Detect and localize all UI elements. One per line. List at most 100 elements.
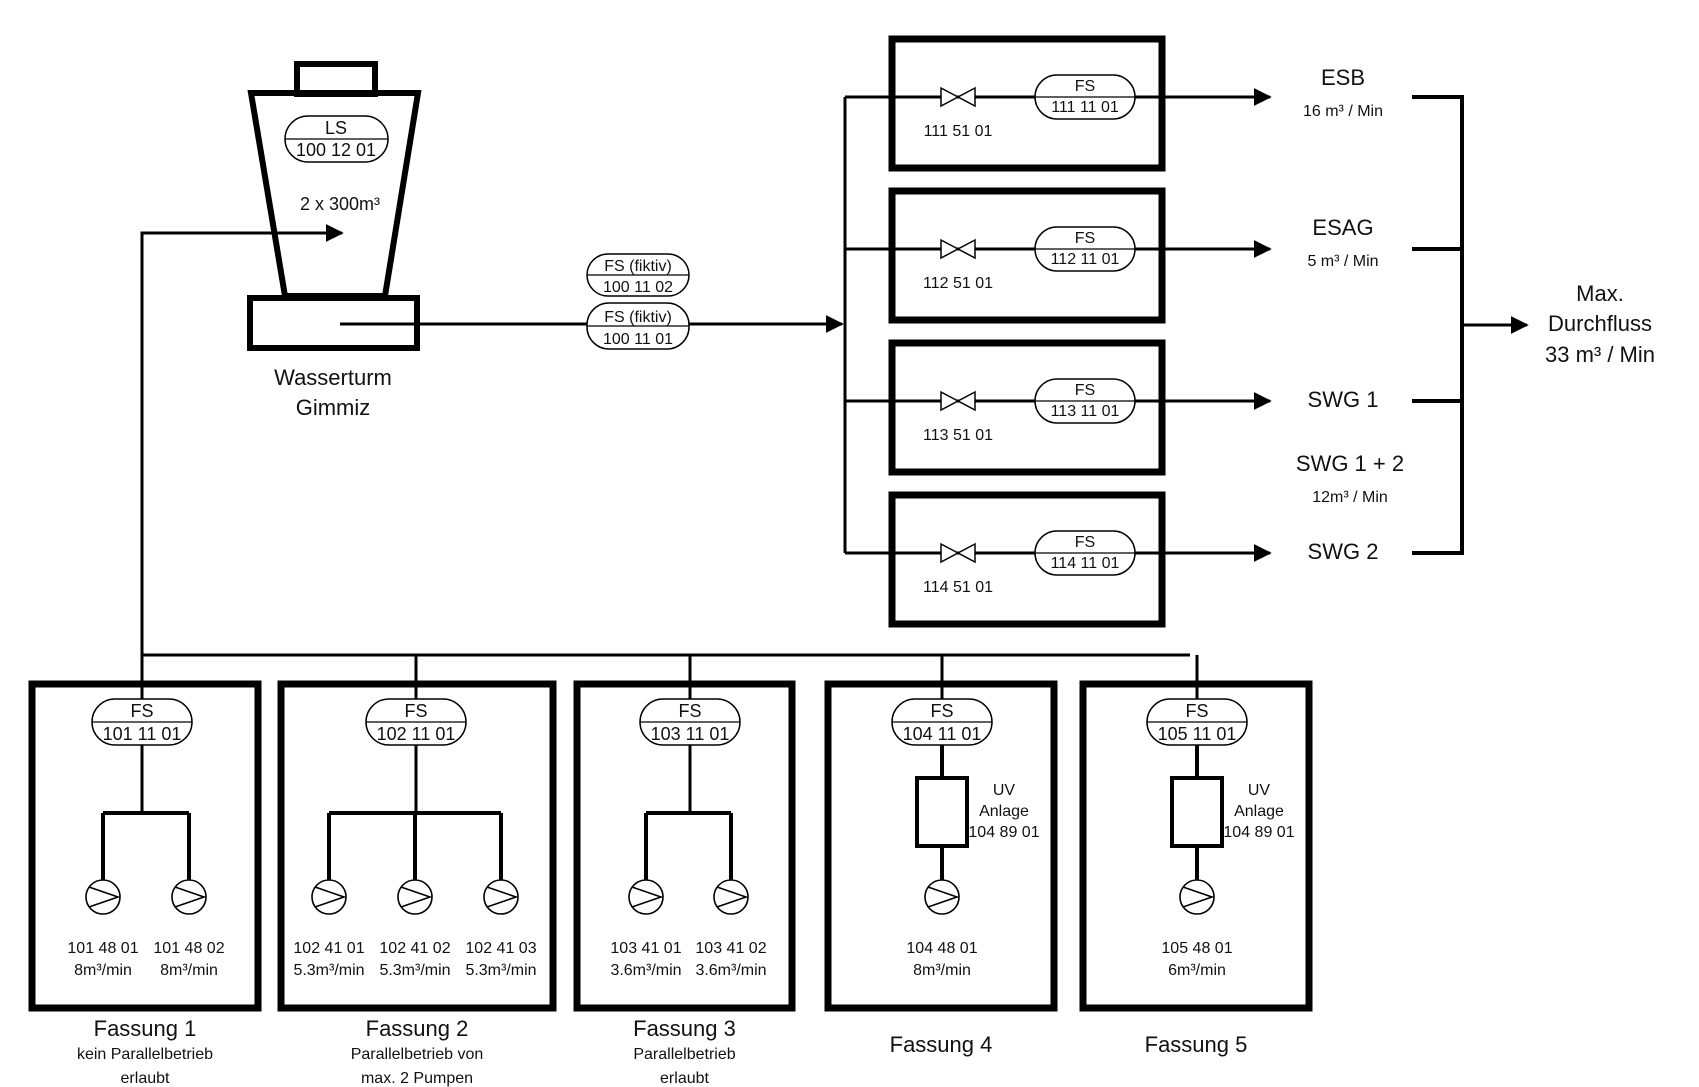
destination-label: ESB [1321,65,1365,90]
fictive-sensor-1: FS (fiktiv) 100 11 02 [586,253,690,297]
fassung-note-1: Parallelbetrieb von [351,1046,484,1063]
pump-icon [1179,879,1215,915]
uv-unit [915,776,969,848]
flow-sensor: FS 102 11 01 [365,698,467,746]
pump-id: 101 48 01 [67,940,138,957]
sensor-label: FS [1185,701,1208,721]
ls-label: LS [325,118,347,138]
max-flow-2: Durchfluss [1548,311,1652,336]
flow-sensor: FS 105 11 01 [1146,698,1248,746]
fassung-box [573,680,796,1012]
pump-icon [171,879,207,915]
valve-id: 114 51 01 [923,579,993,596]
pump-icon [311,879,347,915]
tower-capacity: 2 x 300m³ [300,194,380,214]
valve-icon [940,86,976,108]
ls-id: 100 12 01 [296,140,376,160]
uv-label-2: Anlage [1234,803,1284,820]
fassung-box [28,680,262,1012]
pump-flow: 5.3m³/min [465,962,536,979]
destination-flow: 5 m³ / Min [1307,253,1378,270]
valve-id: 111 51 01 [924,123,993,140]
pump-icon [713,879,749,915]
pump-flow: 8m³/min [74,962,132,979]
swg-combined-label: SWG 1 + 2 [1296,451,1404,476]
flow-sensor: FS 113 11 01 [1034,378,1136,424]
pump-flow: 5.3m³/min [293,962,364,979]
swg-combined-flow: 12m³ / Min [1312,489,1388,506]
svg-text:FS (fiktiv): FS (fiktiv) [604,309,672,326]
sensor-label: FS [404,701,427,721]
fassung-note-1: kein Parallelbetrieb [77,1046,213,1063]
sensor-label: FS [1075,382,1095,399]
fictive-sensor-2: FS (fiktiv) 100 11 01 [586,302,690,350]
fassung-note-2: max. 2 Pumpen [361,1070,473,1087]
sensor-label: FS [1075,230,1095,247]
pump-id: 103 41 01 [610,940,681,957]
outlet-box [888,339,1166,476]
sensor-id: 114 11 01 [1051,555,1120,572]
tower-name-2: Gimmiz [296,395,371,420]
outlet-box [888,35,1166,172]
fassung-note-1: Parallelbetrieb [633,1046,735,1063]
max-flow-3: 33 m³ / Min [1545,342,1655,367]
sensor-id: 105 11 01 [1158,724,1237,744]
sensor-id: 111 11 01 [1051,99,1119,116]
pump-id: 103 41 02 [695,940,766,957]
sensor-id: 102 11 01 [377,724,456,744]
water-tower: LS 100 12 01 2 x 300m³ Wasserturm Gimmiz [247,61,422,420]
outlet-box [888,187,1166,324]
uv-label-1: UV [993,782,1016,799]
fassung-name: Fassung 2 [366,1016,469,1041]
outlet-collector [1412,95,1529,555]
fassung-name: Fassung 3 [633,1016,736,1041]
flow-sensor: FS 112 11 01 [1034,226,1136,272]
level-sensor: LS 100 12 01 [284,115,389,163]
valve-icon [940,238,976,260]
sensor-id: 113 11 01 [1051,403,1120,420]
outlet-box [888,491,1166,628]
svg-text:FS (fiktiv): FS (fiktiv) [604,258,672,275]
fassung-2: FS 102 11 01 102 41 01 5.3m³/min 102 41 02 5.… [277,655,557,1087]
valve-icon [940,390,976,412]
pump-flow: 8m³/min [160,962,218,979]
pump-id: 102 41 01 [293,940,364,957]
uv-label-1: UV [1248,782,1271,799]
pump-id: 101 48 02 [153,940,224,957]
pump-id: 102 41 02 [379,940,450,957]
valve-id: 113 51 01 [923,427,993,444]
sensor-id: 112 11 01 [1051,251,1120,268]
tower-inlet-pipe [140,224,344,655]
sensor-label: FS [130,701,153,721]
uv-label-3: 104 89 01 [968,824,1039,841]
fassung-name: Fassung 4 [890,1032,993,1057]
pump-icon [85,879,121,915]
uv-label-2: Anlage [979,803,1029,820]
max-flow-1: Max. [1576,281,1624,306]
fassung-note-2: erlaubt [121,1070,170,1087]
uv-unit [1170,776,1224,848]
pump-flow: 3.6m³/min [695,962,766,979]
uv-label-3: 104 89 01 [1223,824,1294,841]
destination-label: SWG 1 [1308,387,1379,412]
sensor-id: 103 11 01 [651,724,730,744]
outlet-3: 113 51 01 FS 113 11 01 SWG 1 [845,339,1379,476]
sensor-label: FS [930,701,953,721]
valve-icon [940,542,976,564]
sensor-label: FS [1075,78,1095,95]
fassung-note-2: erlaubt [660,1070,709,1087]
pump-icon [924,879,960,915]
pump-id: 105 48 01 [1161,940,1232,957]
